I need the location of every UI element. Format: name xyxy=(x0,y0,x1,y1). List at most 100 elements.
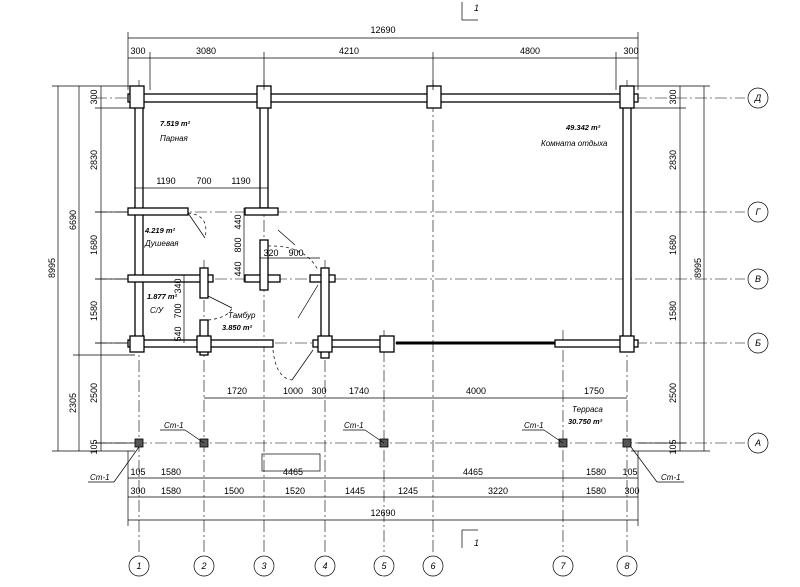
column-tag-2: Ст-1 xyxy=(164,421,184,430)
axis-markers-numbers: 1 2 3 4 5 6 7 8 xyxy=(128,555,638,577)
dim-left-inner-0: 300 xyxy=(89,89,99,104)
axis-letter-0: Д xyxy=(754,93,762,103)
dim-int-vert-5: 540 xyxy=(173,326,183,341)
dim-int-vert-3: 340 xyxy=(173,278,183,293)
dim-int-row2-1: 900 xyxy=(288,248,303,258)
room-area-2: 4.219 m² xyxy=(144,226,176,235)
dim-bot2-4: 1445 xyxy=(345,486,365,496)
dim-left-inner-5: 105 xyxy=(89,439,99,454)
dim-bot2-8: 300 xyxy=(624,486,639,496)
dim-overall-top: 12690 xyxy=(370,25,395,35)
dim-int-row3-5: 1750 xyxy=(584,386,604,396)
dim-right-inner-3: 1580 xyxy=(668,301,678,321)
room-name-2: Душевая xyxy=(144,239,179,248)
dim-overall-bottom: 12690 xyxy=(370,508,395,518)
axis-markers-letters: Д Г В Б А xyxy=(747,87,769,454)
dim-left-outer-1: 2305 xyxy=(68,393,78,413)
grid-lines xyxy=(95,80,745,552)
room-area-3: 1.877 m² xyxy=(147,292,178,301)
dim-int-vert-0: 440 xyxy=(233,214,243,229)
left-dimensions: 8995 6690 2305 300 2830 1680 1580 2500 1… xyxy=(47,85,135,455)
axis-letter-1: Г xyxy=(756,207,762,217)
axis-number-3: 4 xyxy=(322,561,327,571)
dim-int-row1-1: 700 xyxy=(196,176,211,186)
dim-bot1-4: 1580 xyxy=(586,467,606,477)
axis-number-7: 8 xyxy=(624,561,629,571)
dim-top-0: 300 xyxy=(130,46,145,56)
dim-overall-right: 8995 xyxy=(693,258,703,278)
column-tag-right: Ст-1 xyxy=(661,473,681,482)
top-dimensions: 12690 300 3080 4210 4800 300 xyxy=(127,25,639,90)
axis-letter-4: А xyxy=(754,438,761,448)
room-name-5: Терраса xyxy=(572,405,603,414)
dim-bot2-0: 300 xyxy=(130,486,145,496)
dim-int-row3-4: 4000 xyxy=(466,386,486,396)
room-area-4: 3.850 m² xyxy=(222,323,253,332)
section-mark-label-top: 1 xyxy=(474,3,479,13)
dim-int-row3-3: 1740 xyxy=(349,386,369,396)
dim-int-row3-1: 1000 xyxy=(283,386,303,396)
room-name-1: Комната отдыха xyxy=(541,139,608,148)
dim-bot1-5: 105 xyxy=(622,467,637,477)
dim-bot2-7: 1580 xyxy=(586,486,606,496)
walls xyxy=(127,85,639,359)
dim-left-inner-4: 2500 xyxy=(89,383,99,403)
dim-bot1-3: 4465 xyxy=(463,467,483,477)
dim-int-row1-0: 1190 xyxy=(156,176,175,186)
axis-number-0: 1 xyxy=(136,561,141,571)
doors xyxy=(187,212,319,381)
axis-letter-3: Б xyxy=(755,338,761,348)
column-tag-left: Ст-1 xyxy=(90,473,110,482)
dim-int-vert-2: 440 xyxy=(233,261,243,276)
right-dimensions: 8995 300 2830 1680 1580 2500 105 xyxy=(631,85,710,455)
dim-int-row3-2: 300 xyxy=(311,386,326,396)
room-area-1: 49.342 m² xyxy=(565,123,601,132)
dim-top-2: 4210 xyxy=(339,46,359,56)
dim-bot2-1: 1580 xyxy=(161,486,181,496)
axis-number-2: 3 xyxy=(261,561,266,571)
dim-right-inner-5: 105 xyxy=(668,439,678,454)
axis-number-4: 5 xyxy=(381,561,387,571)
dim-top-4: 300 xyxy=(623,46,638,56)
room-area-0: 7.519 m² xyxy=(160,119,191,128)
room-name-3: С/У xyxy=(150,306,164,315)
axis-number-1: 2 xyxy=(200,561,206,571)
dim-bot2-5: 1245 xyxy=(398,486,418,496)
axis-number-6: 7 xyxy=(560,561,566,571)
dim-bot2-3: 1520 xyxy=(285,486,305,496)
dim-int-row2-0: 320 xyxy=(263,248,278,258)
dim-right-inner-2: 1680 xyxy=(668,235,678,255)
column-tag-5: Ст-1 xyxy=(344,421,364,430)
dim-bot2-6: 3220 xyxy=(488,486,508,496)
bottom-dimensions: 105 1580 4465 4465 1580 105 300 1580 150… xyxy=(127,451,640,526)
dim-int-row3-0: 1720 xyxy=(227,386,247,396)
dim-left-inner-3: 1580 xyxy=(89,301,99,321)
room-labels: 7.519 m² Парная 49.342 m² Комната отдыха… xyxy=(144,119,608,426)
dim-left-inner-1: 2830 xyxy=(89,150,99,170)
column-tags: Ст-1 Ст-1 Ст-1 Ст-1 Ст-1 xyxy=(88,421,684,483)
dim-right-inner-4: 2500 xyxy=(668,383,678,403)
dim-left-outer-0: 6690 xyxy=(68,210,78,230)
interior-dimensions: 1190 700 1190 320 900 440 800 440 340 70… xyxy=(135,176,627,399)
dim-bot1-1: 1580 xyxy=(161,467,181,477)
dim-int-vert-4: 700 xyxy=(173,303,183,318)
room-name-0: Парная xyxy=(160,134,189,143)
dim-top-1: 3080 xyxy=(196,46,216,56)
dim-bot1-2: 4465 xyxy=(283,467,303,477)
columns xyxy=(134,438,632,472)
column-tag-7: Ст-1 xyxy=(524,421,544,430)
dim-int-vert-1: 800 xyxy=(233,237,243,252)
dim-int-row1-2: 1190 xyxy=(231,176,250,186)
section-mark-bottom: 1 xyxy=(461,529,479,548)
dim-right-inner-0: 300 xyxy=(668,89,678,104)
axis-letter-2: В xyxy=(755,274,761,284)
dim-left-inner-2: 1680 xyxy=(89,235,99,255)
section-mark-label-bottom: 1 xyxy=(474,538,479,548)
dim-overall-left: 8995 xyxy=(47,258,57,278)
axis-number-5: 6 xyxy=(430,561,435,571)
dim-bot2-2: 1500 xyxy=(224,486,244,496)
dim-top-3: 4800 xyxy=(520,46,540,56)
section-mark-top: 1 xyxy=(461,2,479,21)
dim-bot1-0: 105 xyxy=(130,467,145,477)
